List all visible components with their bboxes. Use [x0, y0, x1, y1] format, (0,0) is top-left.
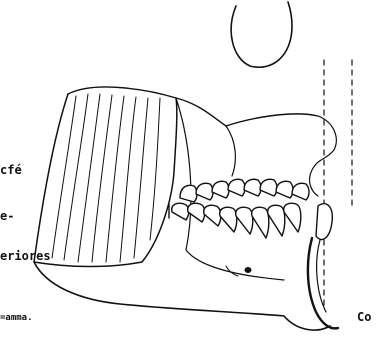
anatomy-label-5: Co — [357, 311, 371, 323]
chin-profile — [308, 238, 338, 328]
lower-teeth — [172, 203, 301, 238]
cranial-curve — [231, 2, 292, 67]
masseter-fibers — [52, 94, 160, 262]
anatomy-label-1: cfé — [0, 164, 22, 176]
zygomatic-lower — [226, 126, 235, 176]
anatomy-label-4: =amma. — [0, 314, 33, 323]
anatomy-label-2: e- — [0, 210, 14, 222]
upper-teeth — [180, 179, 309, 202]
mental-foramen — [245, 267, 252, 273]
zygomatic-outline — [68, 87, 318, 126]
anatomy-label-3: eriores — [0, 250, 51, 262]
incisor — [316, 204, 332, 240]
maxilla-outline — [310, 116, 337, 196]
mandible-outline — [34, 262, 330, 330]
